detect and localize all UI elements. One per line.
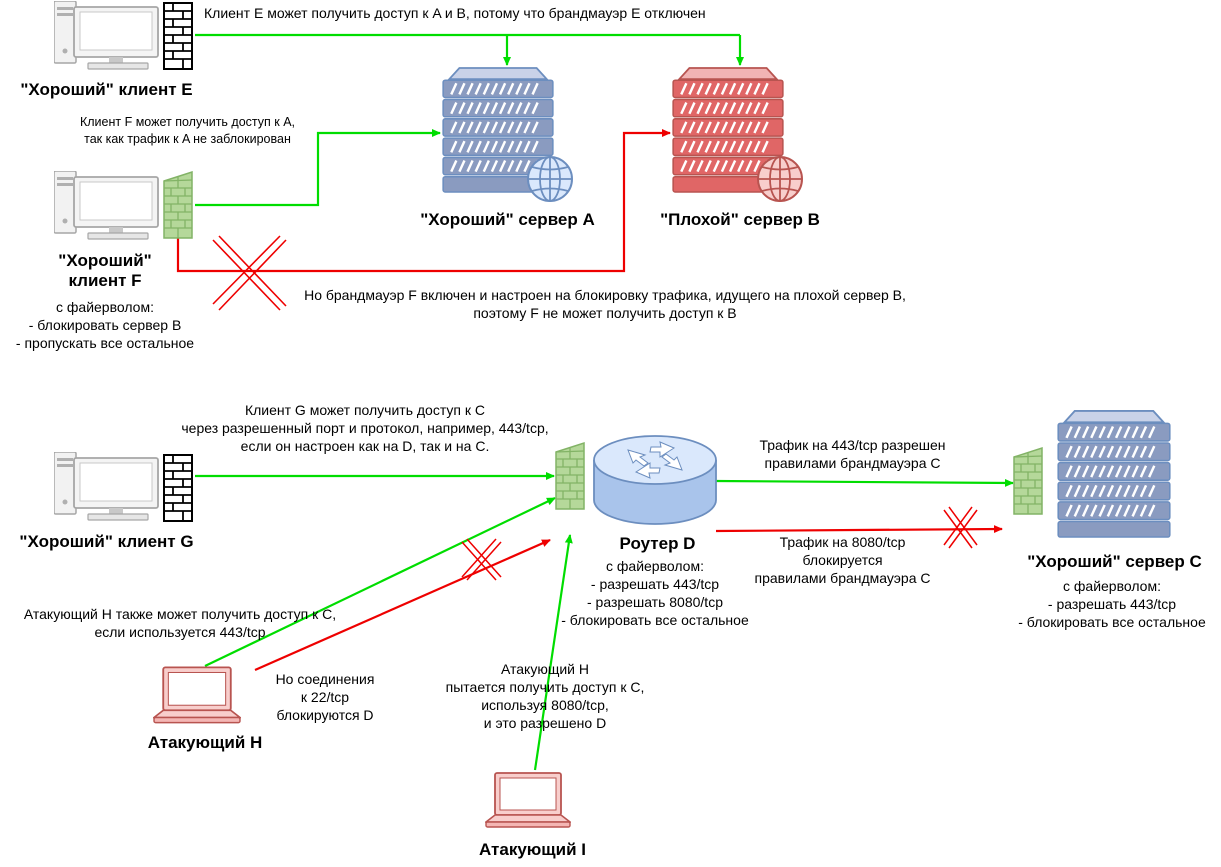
globe-icon: [757, 156, 803, 202]
note-traffic-8080: Трафик на 8080/tcp блокируется правилами…: [754, 534, 931, 586]
connection-f-to-a: [195, 129, 441, 207]
label-router-d: Роутер D: [619, 534, 696, 553]
desktop-icon: [54, 1, 159, 70]
connection-i-to-d-8080: [533, 534, 573, 771]
router-d-firewall-rules: с файерволом: - разрешать 443/tcp - разр…: [561, 558, 749, 628]
desktop-icon: [54, 452, 159, 521]
note-traffic-443: Трафик на 443/tcp разрешен правилами бра…: [759, 437, 946, 471]
label-attacker-h: Атакующий H: [147, 733, 263, 752]
connection-h-to-d-443: [204, 497, 556, 667]
laptop-icon: [485, 772, 571, 828]
note-client-e: Клиент E может получить доступ к A и B, …: [204, 5, 706, 21]
label-server-c: "Хороший" сервер C: [1027, 552, 1202, 571]
note-attacker-h-allow: Атакующий H также может получить доступ …: [23, 606, 337, 640]
router-icon: [593, 435, 717, 525]
globe-icon: [527, 156, 573, 202]
connection-h-to-d-22-blocked: [254, 538, 551, 672]
note-client-f-block: Но брандмауэр F включен и настроен на бл…: [304, 287, 906, 321]
note-client-f-allow: Клиент F может получить доступ к A, так …: [79, 115, 296, 146]
connection-d-to-c-443: [715, 478, 1014, 487]
block-cross-d-to-c: [943, 506, 978, 549]
client-f-firewall-rules: с файерволом: - блокировать сервер B - п…: [15, 299, 195, 351]
desktop-icon: [54, 171, 159, 240]
connection-e-to-a-and-b: [195, 33, 744, 66]
connection-d-to-c-8080-blocked: [715, 525, 1003, 534]
connection-f-to-b-blocked: [176, 129, 671, 273]
firewall-icon: [163, 171, 193, 239]
block-cross-h-to-d: [461, 538, 502, 581]
label-server-b: "Плохой" сервер B: [660, 210, 820, 229]
label-client-f: "Хороший" клиент F: [58, 251, 152, 290]
label-attacker-i: Атакующий I: [478, 840, 586, 859]
label-client-e: "Хороший" клиент E: [20, 80, 193, 99]
firewall-icon: [1013, 446, 1043, 516]
firewall-disabled-icon: [163, 2, 193, 70]
server-icon: [1056, 409, 1172, 539]
label-server-a: "Хороший" сервер A: [420, 210, 595, 229]
firewall-disabled-icon: [163, 454, 193, 522]
laptop-icon: [153, 666, 241, 724]
note-attacker-i: Атакующий H пытается получить доступ к C…: [445, 661, 645, 731]
note-client-g: Клиент G может получить доступ к C через…: [181, 402, 549, 454]
label-client-g: "Хороший" клиент G: [19, 532, 194, 551]
server-c-firewall-rules: с файерволом: - разрешать 443/tcp - блок…: [1018, 578, 1206, 630]
block-cross-f-to-b: [212, 235, 287, 311]
note-attacker-h-block: Но соединения к 22/tcp блокируются D: [275, 671, 375, 723]
